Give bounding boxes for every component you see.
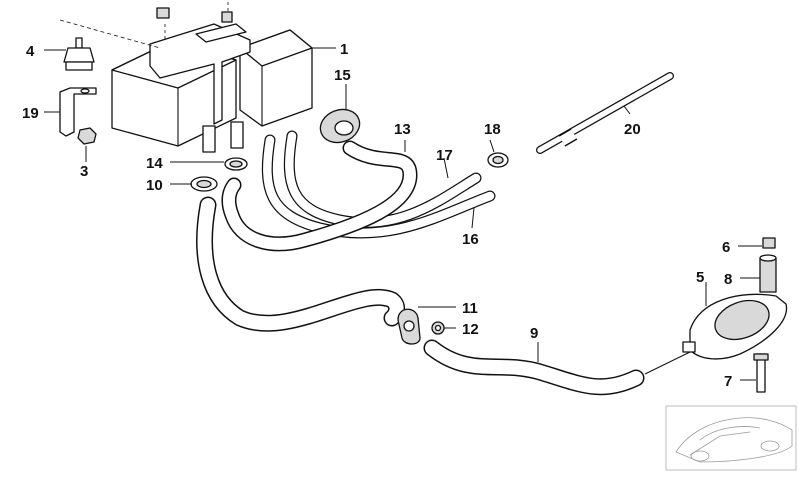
bolt-7: [753, 353, 769, 393]
callout-17: 17: [436, 147, 453, 164]
callout-5: 5: [696, 269, 704, 286]
nut-3: [77, 127, 97, 145]
clamp-10: [190, 176, 218, 192]
callout-20: 20: [624, 121, 641, 138]
nut-12: [431, 321, 445, 335]
hose-9: [423, 339, 645, 396]
callout-labels: 1 3 4 5 6 7 8 9 10 11 12 13 14 15 16 17 …: [22, 41, 732, 390]
pipe: [536, 72, 674, 154]
rubber-mount: [63, 37, 95, 71]
clamp-14: [224, 157, 248, 171]
callout-19: 19: [22, 105, 39, 122]
car-thumbnail: [665, 405, 797, 471]
hose-10: [196, 196, 406, 332]
sleeve-8: [759, 254, 777, 293]
callout-13: 13: [394, 121, 411, 138]
callout-7: 7: [724, 373, 732, 390]
callout-1: 1: [340, 41, 348, 58]
holder-clip: [397, 308, 421, 345]
callout-16: 16: [462, 231, 479, 248]
bracket: [59, 87, 97, 137]
callout-15: 15: [334, 67, 351, 84]
callout-14: 14: [146, 155, 163, 172]
heater-unit: [59, 2, 313, 153]
top-nut: [156, 7, 170, 19]
callout-8: 8: [724, 271, 732, 288]
callout-10: 10: [146, 177, 163, 194]
grommet: [319, 108, 361, 144]
callout-6: 6: [722, 239, 730, 256]
callout-3: 3: [80, 163, 88, 180]
callout-4: 4: [26, 43, 35, 60]
leader-lines: [44, 47, 762, 381]
callout-12: 12: [462, 321, 479, 338]
callout-9: 9: [530, 325, 538, 342]
nut-6: [762, 237, 776, 249]
clamp-18: [487, 152, 509, 168]
pump: [682, 293, 788, 360]
hose-13: [221, 140, 418, 252]
callout-18: 18: [484, 121, 501, 138]
callout-11: 11: [462, 300, 478, 317]
